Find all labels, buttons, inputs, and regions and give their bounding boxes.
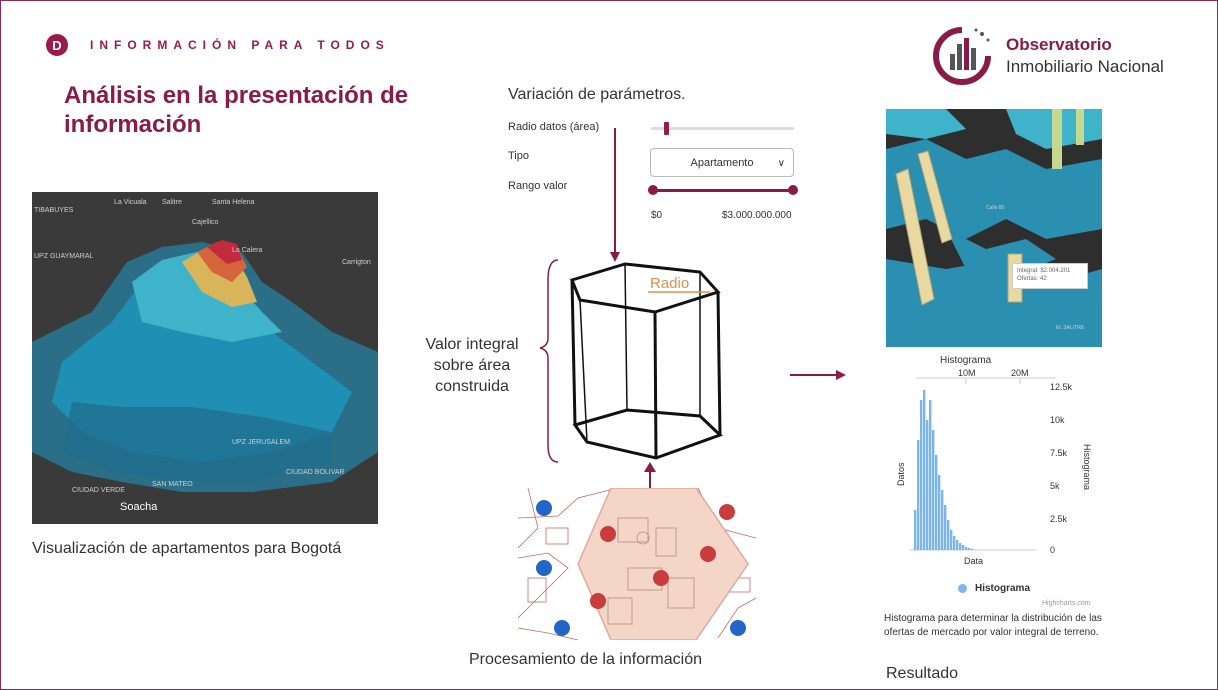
histogram-bar [935,455,938,550]
rango-max-thumb[interactable] [788,185,798,195]
map-tooltip: Integral: $2.004.201 Ofertas: 42 [1012,263,1088,289]
histogram-bar [959,543,962,550]
radio-slider-thumb[interactable] [664,122,669,135]
histogram-bar [932,430,935,550]
y-axis-label: Datos [896,462,906,486]
right-tick-10k: 10k [1050,415,1065,425]
histogram-bar [944,505,947,550]
histogram-bar [926,420,929,550]
map-label-tibabuyes: TIBABUYES [34,207,74,214]
rango-label: Rango valor [508,180,568,192]
hexagon-label-line-1: Valor integral [425,336,519,353]
observatorio-logo: Observatorio Inmobiliario Nacional [930,24,1164,88]
right-axis-label: Histograma [1082,444,1092,490]
map-label-santa-helena: Santa Helena [212,199,255,206]
top-tick-20m: 20M [1011,368,1029,378]
rango-min-thumb[interactable] [648,185,658,195]
chart-credits[interactable]: Highcharts.com [1042,600,1091,607]
top-tick-10m: 10M [958,368,976,378]
right-tick-7-5k: 7.5k [1050,448,1068,458]
histogram-bar [938,475,941,550]
processing-map [518,488,756,640]
legend-dot-icon [958,584,967,593]
tooltip-line-1: Integral: $2.004.201 [1017,268,1071,274]
legend-label: Histograma [975,583,1031,594]
svg-text:EL SALITRE: EL SALITRE [1056,325,1085,331]
tipo-select[interactable]: Apartamento ∨ [650,148,794,177]
radio-text: Radio [650,275,689,292]
histogram-bar [971,549,974,550]
up-arrow-head [644,462,656,472]
map-label-guaymaral: UPZ GUAYMARAL [34,253,93,260]
tipo-label: Tipo [508,150,529,162]
svg-text:Calle 80: Calle 80 [986,205,1005,211]
histogram-bar [968,548,971,550]
hexagon-label-line-3: construida [435,378,509,395]
map-label-ciudad-bolivar: CIUDAD BOLIVAR [286,469,345,476]
brand-logo-icon: D [46,34,68,56]
map-caption: Visualización de apartamentos para Bogot… [32,540,342,557]
map-label-ciudad-verde: CIUDAD VERDE [72,487,125,494]
hexagon-label: Valor integral sobre área construida [413,334,531,397]
page-title: Análisis en la presentación de informaci… [64,81,424,139]
map-label-cajellico: Cajellico [192,219,219,226]
right-arrow-icon [790,370,846,380]
title-line-2: información [64,111,202,138]
histogram-bar [950,530,953,550]
observatorio-title: Observatorio [1006,35,1112,54]
observatorio-icon [933,27,991,85]
histogram-bar [929,400,932,550]
histogram-bar [914,510,917,550]
hexagon-prism-diagram: Radio [539,128,723,488]
rango-slider[interactable] [653,189,793,192]
brand-header: D INFORMACIÓN PARA TODOS [46,34,390,56]
histogram-bar [923,390,926,550]
down-arrow-head [610,252,620,262]
histogram-caption: Histograma para determinar la distribuci… [884,613,1102,638]
right-tick-0: 0 [1050,545,1055,555]
rango-min-value: $0 [651,210,663,221]
histogram-title: Histograma [940,355,992,366]
result-3d-map: Calle 80 EL SALITRE [886,109,1102,347]
rango-max-value: $3.000.000.000 [722,210,792,221]
tipo-select-value: Apartamento [690,156,754,169]
map-label-san-mateo: SAN MATEO [152,481,193,488]
histogram-legend[interactable]: Histograma [958,583,1030,594]
result-label: Resultado [886,665,959,682]
processing-caption: Procesamiento de la información [469,651,703,668]
parameters-title: Variación de parámetros. [508,86,686,103]
observatorio-subtitle: Inmobiliario Nacional [1006,57,1164,76]
histogram-bar [917,440,920,550]
map-label-la-vicuala: La Vicuala [114,199,147,206]
right-tick-2-5k: 2.5k [1050,514,1068,524]
map-label-jerusalem: UPZ JERUSALEM [232,439,290,446]
map-label-la-calera: La Calera [232,247,262,254]
histogram-bar [953,536,956,550]
map-label-salitre: Salitre [162,199,182,206]
histogram-bar [956,540,959,550]
title-line-1: Análisis en la presentación de [64,82,409,109]
histogram-bar [941,490,944,550]
map-label-soacha: Soacha [120,501,158,513]
histogram-bar [965,547,968,550]
hexagon-label-line-2: sobre área [433,357,511,374]
chevron-down-icon: ∨ [777,158,785,169]
histogram-chart: 10M 20M 12.5k 10k 7.5k 5k 2.5k 0 Datos H… [896,368,1092,566]
map-label-carrigton: Carrigton [342,259,371,266]
radio-label: Radio datos (área) [508,121,600,133]
histogram-bar [962,545,965,550]
right-tick-5k: 5k [1050,481,1060,491]
tooltip-line-2: Ofertas: 42 [1017,276,1047,282]
x-axis-label: Data [964,556,983,566]
right-tick-12-5k: 12.5k [1050,382,1073,392]
histogram-bar [920,400,923,550]
histogram-bar [947,520,950,550]
bogota-3d-map: La Calera Salitre Santa Helena Cajellico… [32,192,378,524]
brand-text: INFORMACIÓN PARA TODOS [90,38,390,52]
radio-slider[interactable] [651,127,794,130]
brace [539,259,559,463]
